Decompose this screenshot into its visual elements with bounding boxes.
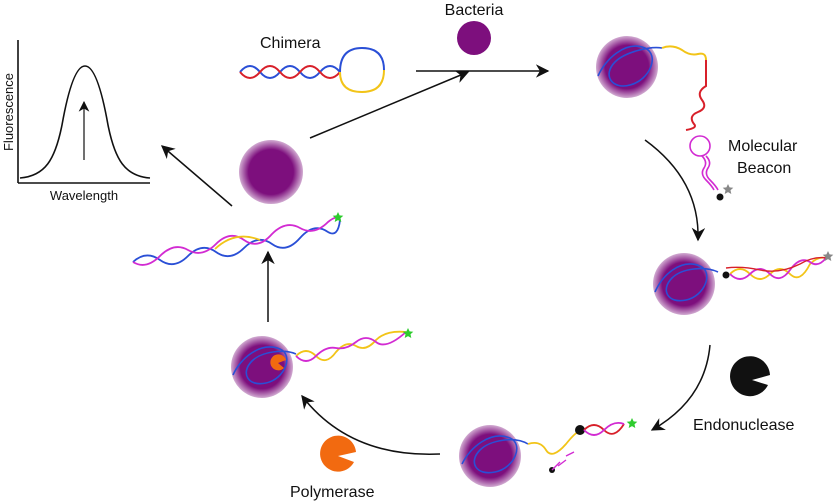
bound-bacterium-2: [653, 251, 834, 315]
molecular-beacon-icon: [689, 135, 734, 201]
wavelength-axis-label: Wavelength: [50, 188, 118, 203]
molecular-beacon-label-line1: Molecular: [728, 138, 798, 155]
arrow-beacon-binding: [644, 139, 706, 242]
polymerase-pacman-icon: [320, 435, 356, 472]
bound-bacterium-1: [596, 36, 707, 131]
bound-bacterium-4: [231, 328, 414, 398]
fluorescence-graph: Fluorescence Wavelength: [1, 40, 151, 203]
polymerase-label: Polymerase: [290, 484, 375, 501]
chimera-label: Chimera: [260, 35, 321, 52]
quencher-dot-icon: [716, 193, 724, 201]
bound-bacterium-3: [459, 418, 638, 487]
endonuclease-pacman-icon: [730, 356, 770, 397]
fluorophore-star-icon: [722, 184, 734, 194]
chimera-molecule: [239, 46, 385, 94]
molecular-beacon-label-line2: Beacon: [737, 160, 791, 177]
fluorescence-peak-curve: [19, 65, 151, 179]
endonuclease-label: Endonuclease: [693, 417, 795, 434]
arrow-cell-to-top: [309, 70, 470, 139]
released-duplex: [132, 212, 344, 266]
bacteria-label: Bacteria: [445, 2, 504, 19]
arrow-endonuclease-step: [650, 344, 711, 431]
arrow-polymerase-step: [301, 394, 441, 455]
free-bacterium-icon: [239, 140, 303, 204]
fluorescence-axis-label: Fluorescence: [1, 73, 16, 151]
arrow-to-fluorescence: [160, 145, 233, 207]
fluorophore-star-icon-2: [822, 251, 834, 261]
bacteria-cell-icon: [457, 21, 491, 55]
